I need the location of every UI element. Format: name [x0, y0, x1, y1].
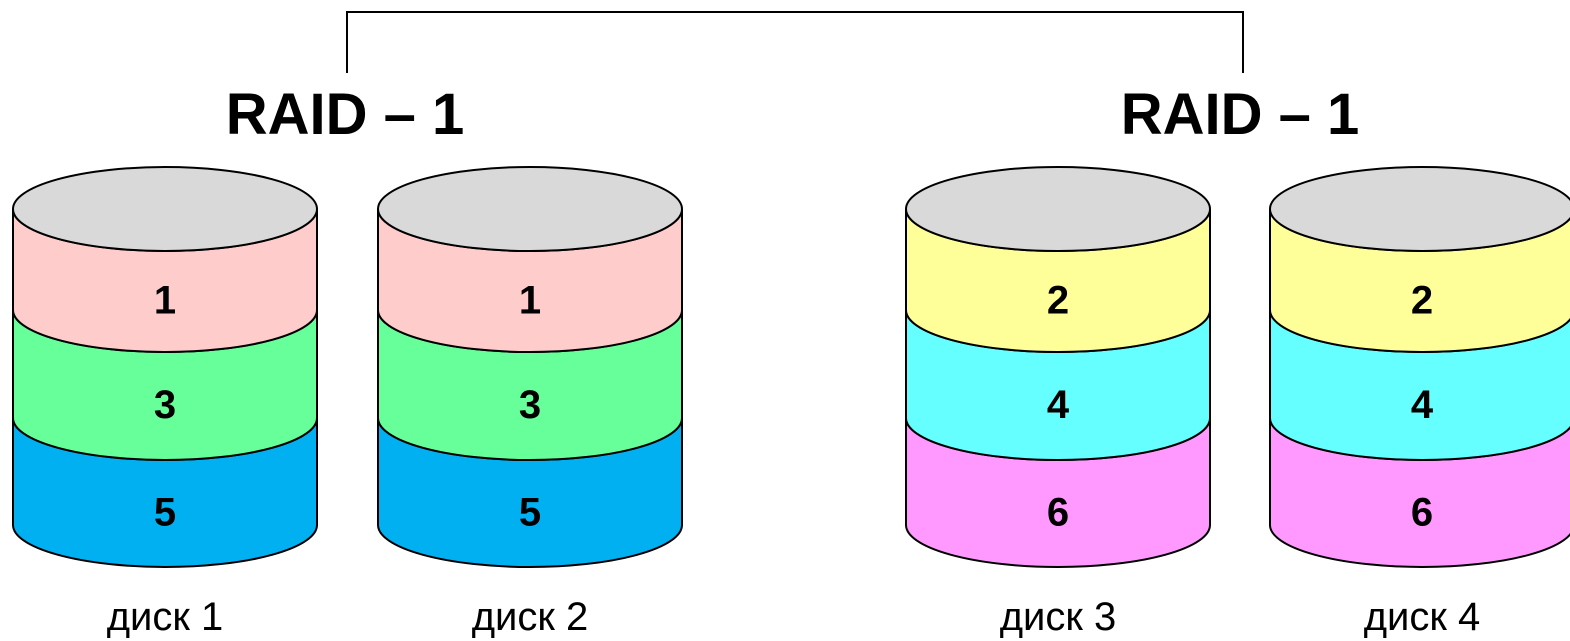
disk-1-segment-label: 3 — [154, 383, 176, 427]
disk-2-segment-label: 1 — [519, 279, 541, 323]
disks-layer: 1 3 5 диск 1 1 3 5 диск 2 2 4 6 диск 3 2 4 6 диск 4 — [12, 166, 1570, 639]
disk-1-segment-label: 5 — [154, 491, 176, 535]
disk-1: 1 3 5 диск 1 — [12, 166, 318, 639]
disk-2-segment-label: 3 — [519, 383, 541, 427]
disk-1-segment-label: 1 — [154, 279, 176, 323]
disk-4-segment-label: 2 — [1411, 279, 1433, 323]
raid-group-title-left: RAID – 1 — [226, 82, 465, 147]
disk-4-segment-label: 4 — [1411, 383, 1434, 427]
disk-3-segment-label: 2 — [1047, 279, 1069, 323]
disk-caption: диск 3 — [1000, 595, 1117, 639]
raid-group-title-right: RAID – 1 — [1121, 82, 1360, 147]
disk-caption: диск 1 — [107, 595, 224, 639]
disk-4-top-cap — [1269, 166, 1570, 252]
disk-2-top-cap — [377, 166, 683, 252]
disk-4-segment-label: 6 — [1411, 491, 1433, 535]
disk-3-segment-label: 4 — [1047, 383, 1070, 427]
disk-3-segment-label: 6 — [1047, 491, 1069, 535]
disk-1-top-cap — [12, 166, 318, 252]
disk-3: 2 4 6 диск 3 — [905, 166, 1211, 639]
disk-caption: диск 2 — [472, 595, 589, 639]
raid-connector-line — [346, 11, 1244, 73]
disk-caption: диск 4 — [1364, 595, 1481, 639]
disk-4: 2 4 6 диск 4 — [1269, 166, 1570, 639]
disk-3-top-cap — [905, 166, 1211, 252]
disk-2-segment-label: 5 — [519, 491, 541, 535]
disk-2: 1 3 5 диск 2 — [377, 166, 683, 639]
